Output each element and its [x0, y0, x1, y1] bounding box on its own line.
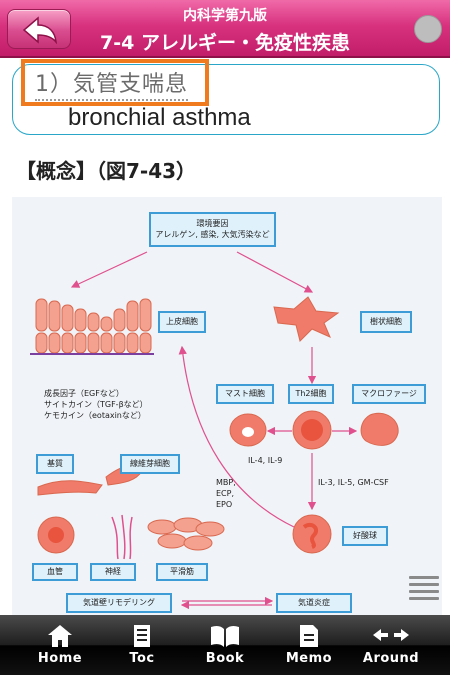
chapter-title: 7-4 アレルギー・免疫性疾患	[100, 32, 350, 54]
toc-icon	[134, 625, 150, 647]
nav-home[interactable]: Home	[15, 615, 105, 675]
home-icon	[48, 625, 72, 647]
inflammation-label: 気道炎症	[276, 593, 352, 613]
remodeling-label: 気道壁リモデリング	[66, 593, 172, 613]
mbp-ecp-epo-text: MBP, ECP, EPO	[216, 478, 236, 509]
nav-around[interactable]: Around	[346, 615, 436, 675]
title-highlight-frame	[21, 59, 209, 106]
growth-factors-text: 成長因子（EGFなど） サイトカイン（TGF-βなど） ケモカイン（eotaxi…	[44, 389, 148, 420]
book-icon	[211, 625, 239, 647]
th2-cell-label: Th2細胞	[288, 384, 334, 404]
asthma-figure: 環境要因 アレルゲン, 感染, 大気汚染など 上皮細胞 樹状細胞 マスト細胞 T…	[12, 197, 442, 615]
footer-nav: Home Toc Book Mem	[0, 615, 450, 675]
back-arrow-icon	[22, 16, 57, 44]
memo-icon	[300, 625, 318, 647]
nav-home-label: Home	[37, 651, 83, 666]
nav-toc[interactable]: Toc	[97, 615, 187, 675]
nav-toc-label: Toc	[129, 651, 155, 666]
basement-label: 基質	[36, 454, 74, 474]
macrophage-label: マクロファージ	[352, 384, 426, 404]
dendritic-cell-label: 樹状細胞	[360, 311, 412, 333]
nav-memo[interactable]: Memo	[264, 615, 354, 675]
nerve-label: 神経	[90, 563, 136, 581]
concept-heading: 【概念】（図7-43）	[16, 159, 197, 183]
section-title-jp[interactable]: 1）気管支喘息	[35, 66, 188, 101]
menu-icon[interactable]	[409, 576, 439, 604]
blood-vessel-label: 血管	[32, 563, 78, 581]
header-bar: 内科学第九版 7-4 アレルギー・免疫性疾患	[0, 0, 450, 58]
env-factors-label: 環境要因 アレルゲン, 感染, 大気汚染など	[149, 212, 276, 247]
mast-cell-label: マスト細胞	[216, 384, 274, 404]
figure-drawing	[30, 251, 399, 610]
nav-memo-label: Memo	[285, 651, 333, 666]
book-title: 内科学第九版	[183, 8, 267, 24]
eosinophil-label: 好酸球	[342, 526, 388, 546]
around-icon	[373, 629, 409, 641]
section-title-en: bronchial asthma	[68, 104, 251, 131]
epithelial-cell-label: 上皮細胞	[158, 311, 206, 333]
il4-il9-text: IL-4, IL-9	[248, 456, 283, 465]
status-indicator[interactable]	[414, 15, 442, 43]
nav-book[interactable]: Book	[180, 615, 270, 675]
nav-around-label: Around	[362, 651, 420, 666]
back-button[interactable]	[7, 9, 71, 49]
smooth-muscle-label: 平滑筋	[156, 563, 208, 581]
nav-book-label: Book	[205, 651, 245, 666]
fibroblast-label: 線維芽細胞	[120, 454, 180, 474]
il3-il5-text: IL-3, IL-5, GM-CSF	[318, 478, 389, 487]
